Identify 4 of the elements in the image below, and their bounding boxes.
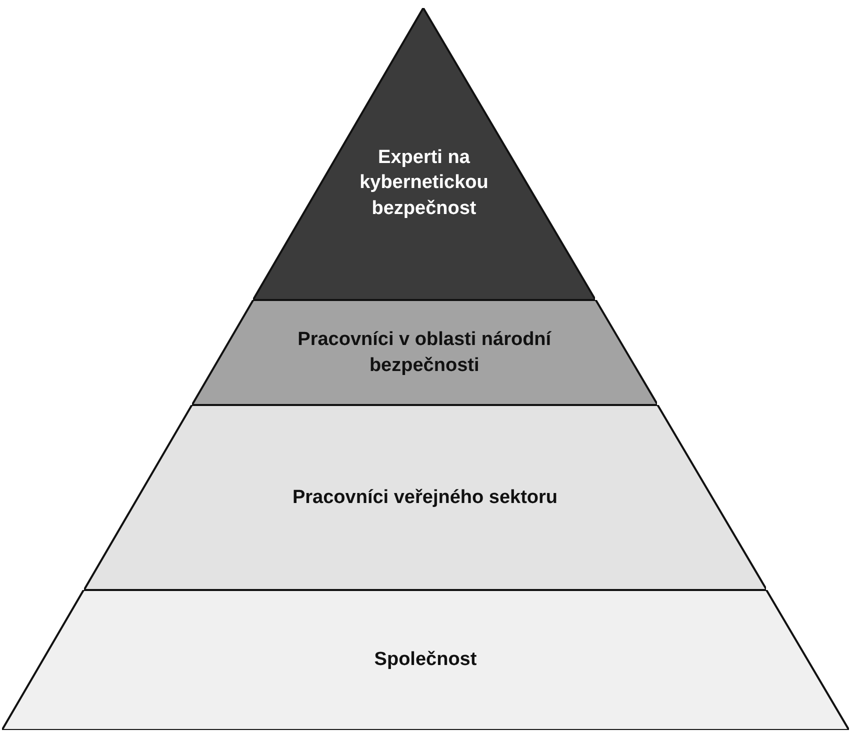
tier-label: Pracovníci v oblasti národní bezpečnosti	[296, 328, 552, 378]
tier-label: Pracovníci veřejného sektoru	[291, 486, 559, 510]
tier-label: Společnost	[373, 648, 478, 672]
tier-label: Experti na kybernetickou bezpečnost	[358, 146, 490, 221]
